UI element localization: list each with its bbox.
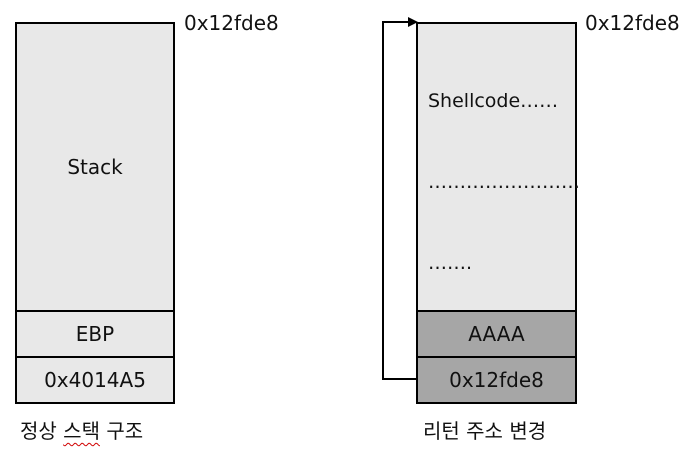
ebp-label: EBP <box>75 322 115 346</box>
new-return-address-label: 0x12fde8 <box>449 368 544 392</box>
return-address-label: 0x4014A5 <box>44 368 146 392</box>
shellcode-line: Shellcode…… <box>428 90 559 112</box>
overwritten-stack: Shellcode…… …………………… ……. AAAA 0x12fde8 <box>416 22 580 404</box>
return-address-cell: 0x4014A5 <box>17 356 173 402</box>
left-caption-word-3: 구조 <box>106 419 144 443</box>
stack-region: Stack <box>17 24 173 310</box>
left-caption-word-2: 스택 <box>63 419 100 443</box>
overwrite-cell: AAAA <box>418 310 575 356</box>
shellcode-text: Shellcode…… …………………… ……. <box>428 34 580 331</box>
normal-stack: Stack EBP 0x4014A5 <box>15 22 175 404</box>
jump-arrow-line <box>382 21 418 380</box>
new-return-address-cell: 0x12fde8 <box>418 356 575 402</box>
stack-label: Stack <box>67 155 123 179</box>
overwrite-label: AAAA <box>468 322 525 346</box>
left-caption-word-1: 정상 <box>20 419 57 443</box>
shellcode-line: …………………… <box>428 171 580 193</box>
shellcode-region: Shellcode…… …………………… ……. <box>418 24 580 310</box>
shellcode-line: ……. <box>428 252 473 274</box>
right-top-address: 0x12fde8 <box>585 11 680 35</box>
right-caption: 리턴 주소 변경 <box>423 419 547 443</box>
ebp-cell: EBP <box>17 310 173 356</box>
left-caption: 정상 스택 구조 <box>20 418 143 444</box>
left-top-address: 0x12fde8 <box>184 11 279 35</box>
jump-arrow-head <box>408 17 418 27</box>
